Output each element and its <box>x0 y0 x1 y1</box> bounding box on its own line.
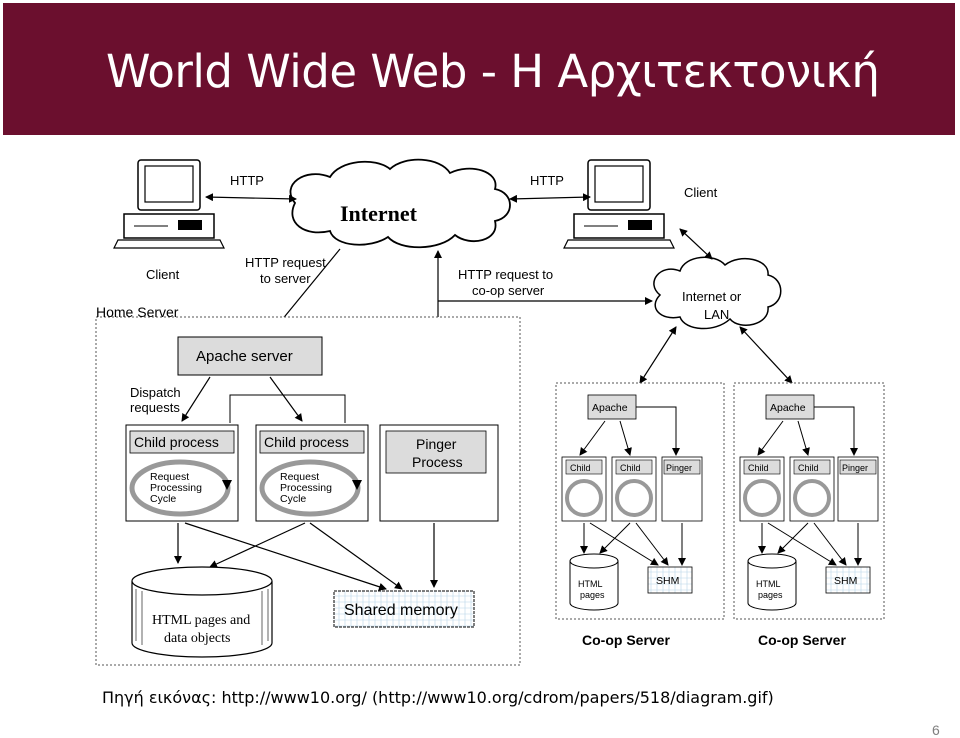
shared-memory: Shared memory <box>333 590 475 628</box>
child-process-2-label: Child process <box>264 434 349 450</box>
coop1-child2-label: Child <box>620 463 641 473</box>
child-process-1-label: Child process <box>134 434 219 450</box>
http-request-coop-line1: HTTP request to <box>458 267 553 282</box>
page-number: 6 <box>932 722 940 738</box>
rpc-1-line2: Processing <box>150 482 202 494</box>
coop2-pinger-label: Pinger <box>842 463 868 473</box>
coop1-shm-label: SHM <box>656 575 679 587</box>
internet-cloud: Internet <box>289 158 511 249</box>
http-request-server-line2: to server <box>260 271 311 286</box>
rpc-2-line3: Cycle <box>280 493 306 505</box>
title-bar: World Wide Web - Η Αρχιτεκτονική <box>3 3 955 135</box>
http-left-label: HTTP <box>230 173 264 188</box>
child-process-2: Child process Request Processing Cycle <box>255 424 369 522</box>
coop2-child1-label: Child <box>748 463 769 473</box>
rpc-2-line1: Request <box>280 471 319 483</box>
client-left-label: Client <box>146 267 180 282</box>
coop1-server-label: Co-op Server <box>582 632 670 648</box>
http-request-server-line1: HTTP request <box>245 255 326 270</box>
coop1-html-line1: HTML <box>578 579 603 589</box>
rpc-1-line3: Cycle <box>150 493 176 505</box>
shared-memory-label: Shared memory <box>344 602 458 619</box>
coop1-child1-label: Child <box>570 463 591 473</box>
pinger-line1: Pinger <box>416 436 457 452</box>
home-server: Home Server Apache server Dispatch reque… <box>95 304 521 666</box>
client-left-computer-icon <box>113 159 225 249</box>
dispatch-line1: Dispatch <box>130 385 181 400</box>
coop-server-1: Apache Child Child Pinger HTML pages SHM… <box>555 382 725 648</box>
architecture-diagram: Internet Client Client HTTP HTTP HTTP re… <box>95 158 885 666</box>
client-right-label: Client <box>684 185 718 200</box>
dispatch-line2: requests <box>130 400 180 415</box>
client-right-computer-icon <box>563 159 675 249</box>
apache-server-label: Apache server <box>196 348 293 365</box>
html-pages-line1: HTML pages and <box>152 613 250 628</box>
internet-or-lan-line2: LAN <box>704 307 729 322</box>
coop2-child2-label: Child <box>798 463 819 473</box>
rpc-2-line2: Processing <box>280 482 332 494</box>
coop2-server-label: Co-op Server <box>758 632 846 648</box>
coop2-html-line1: HTML <box>756 579 781 589</box>
pinger-process: Pinger Process <box>379 424 499 522</box>
http-request-coop-line2: co-op server <box>472 283 545 298</box>
html-pages-database-icon: HTML pages and data objects <box>131 566 273 658</box>
internet-label: Internet <box>340 201 418 226</box>
slide-title: World Wide Web - Η Αρχιτεκτονική <box>106 45 880 98</box>
coop1-html-line2: pages <box>580 590 605 600</box>
coop1-apache-label: Apache <box>592 402 628 414</box>
internet-or-lan-line1: Internet or <box>682 289 742 304</box>
coop-server-2: Apache Child Child Pinger HTML pages SHM… <box>733 382 885 648</box>
coop2-apache-label: Apache <box>770 402 806 414</box>
coop2-shm-label: SHM <box>834 575 857 587</box>
internet-or-lan-cloud: Internet or LAN <box>653 256 782 330</box>
home-server-label: Home Server <box>96 304 179 320</box>
child-process-1: Child process Request Processing Cycle <box>125 424 239 522</box>
coop2-html-line2: pages <box>758 590 783 600</box>
html-pages-line2: data objects <box>164 631 230 646</box>
http-right-label: HTTP <box>530 173 564 188</box>
rpc-1-line1: Request <box>150 471 189 483</box>
image-source-caption: Πηγή εικόνας: http://www10.org/ (http://… <box>102 688 774 707</box>
pinger-line2: Process <box>412 454 463 470</box>
coop1-pinger-label: Pinger <box>666 463 692 473</box>
